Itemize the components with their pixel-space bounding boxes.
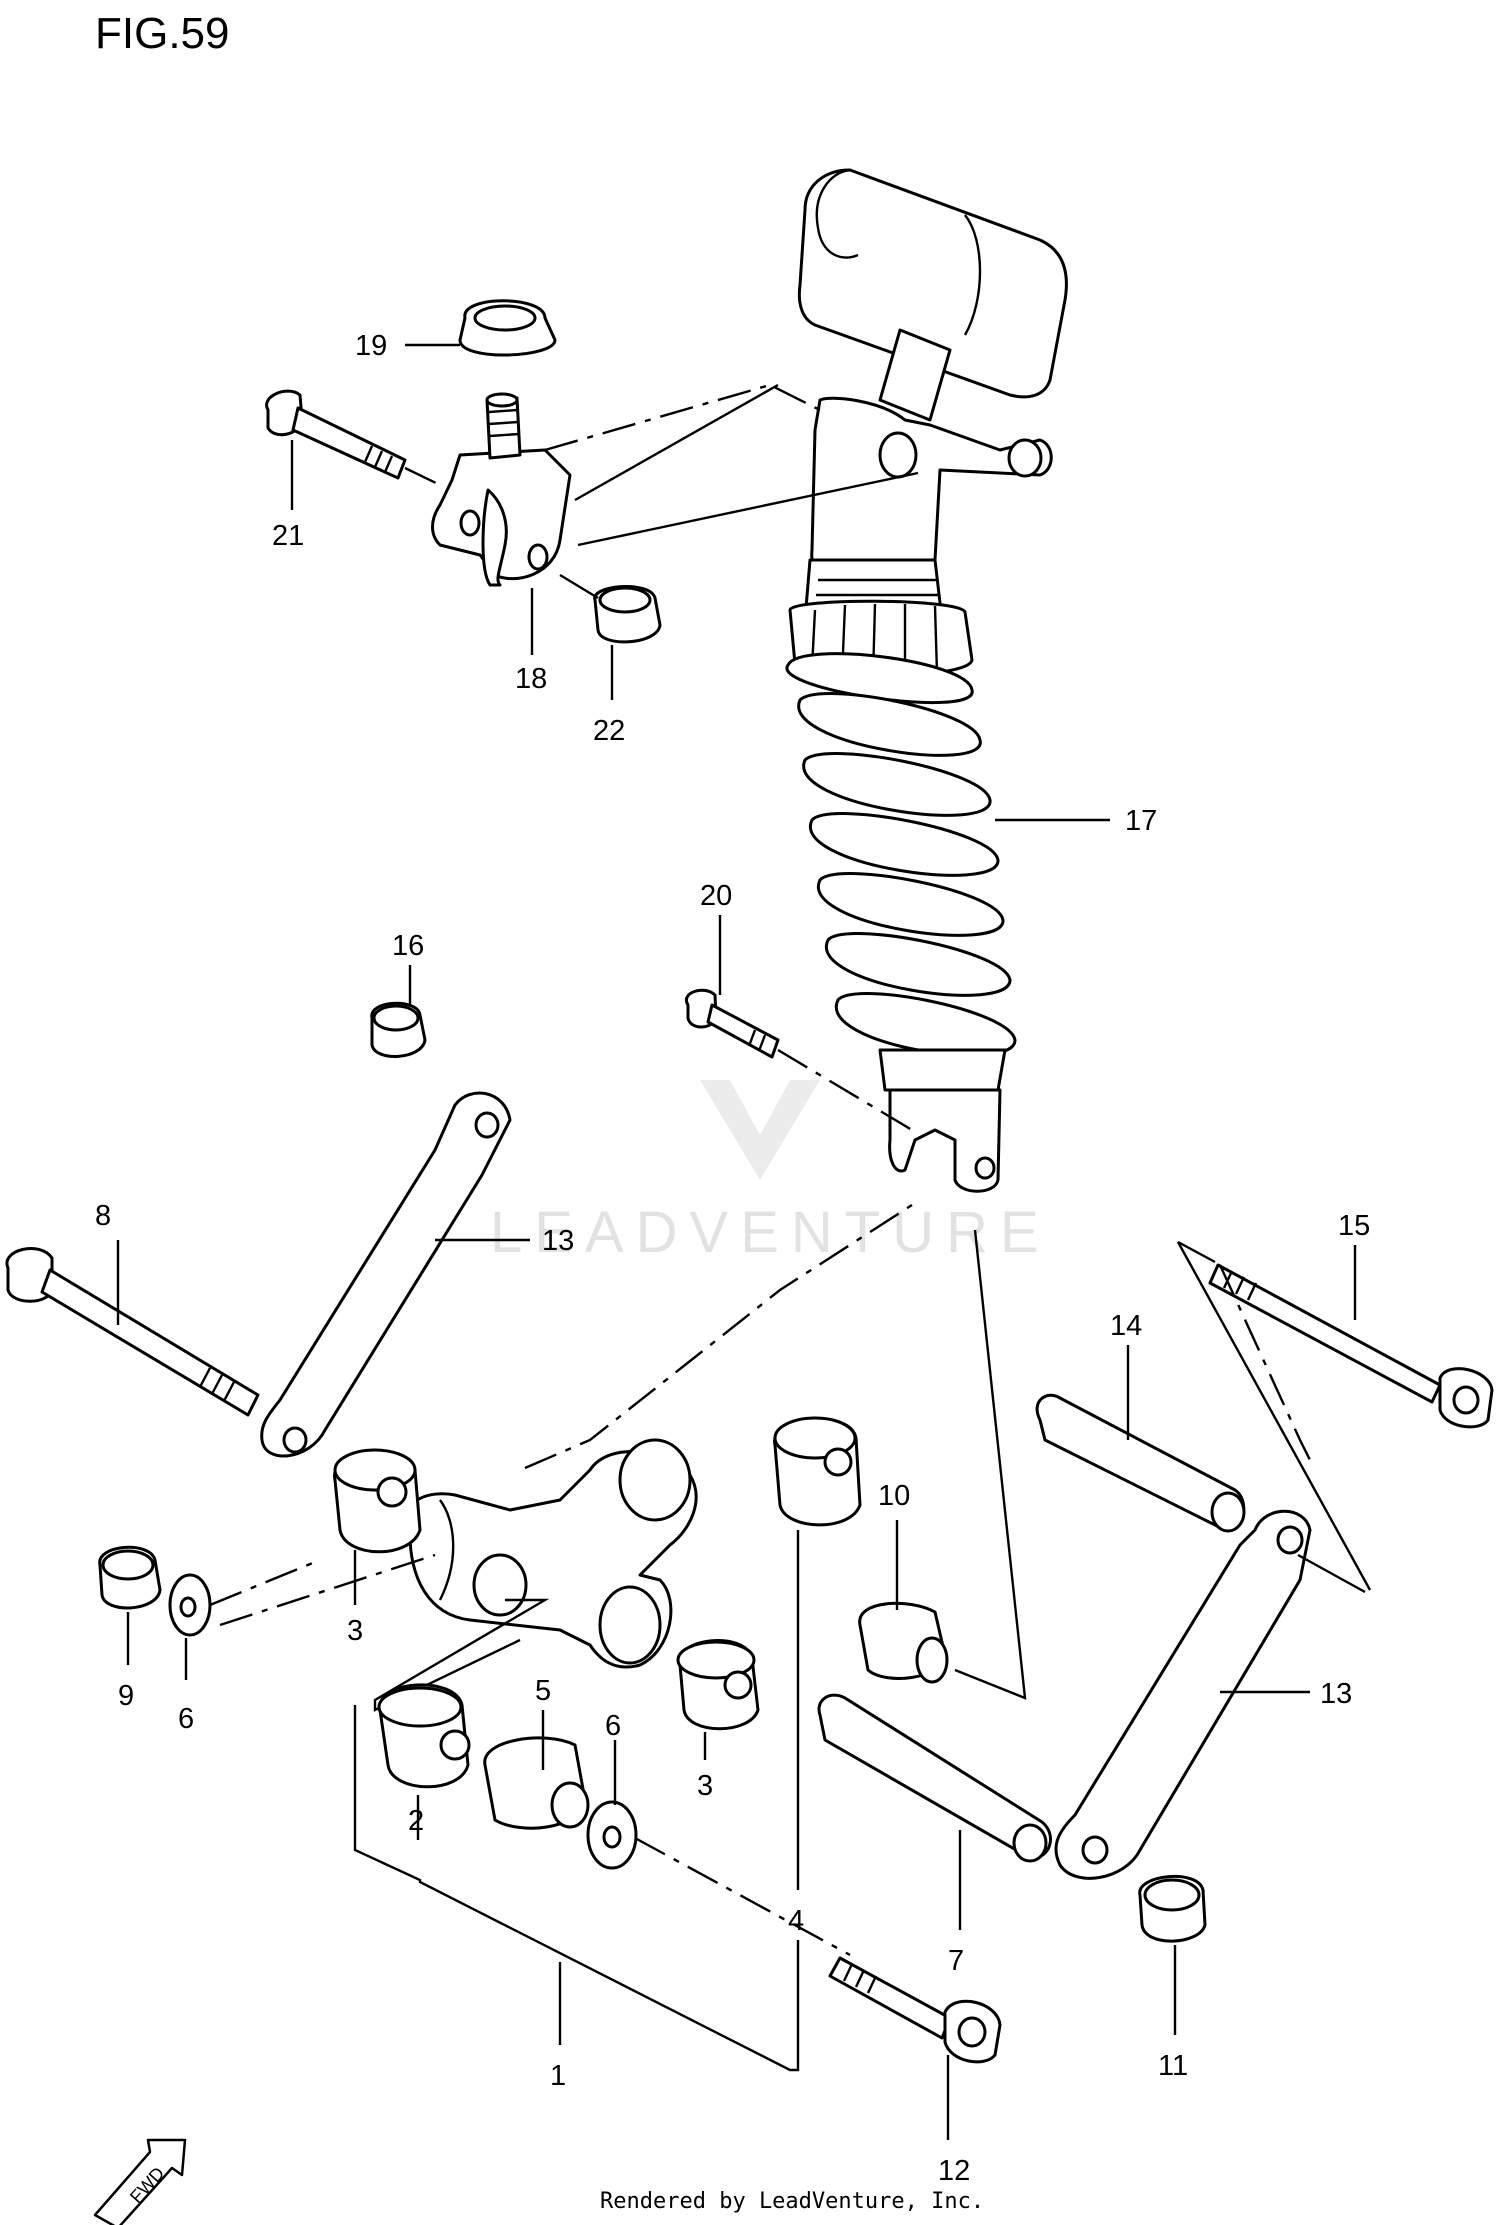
footer-credit: Rendered by LeadVenture, Inc.: [600, 2189, 984, 2214]
part-19-nut[interactable]: [458, 299, 557, 357]
callout-2: 2: [408, 1805, 424, 1837]
centerline-washer-6a: [209, 1558, 321, 1607]
callout-22: 22: [593, 715, 625, 747]
part-9-pipe[interactable]: [817, 1693, 1052, 1863]
leader-lower-shock: [954, 1229, 1027, 1700]
callout-20: 20: [700, 880, 732, 912]
fwd-arrow-icon: FWD: [93, 2138, 187, 2225]
centerline-21: [404, 466, 441, 487]
part-3-bushing-lower[interactable]: [676, 1639, 760, 1731]
callout-4: 4: [788, 1905, 804, 1937]
callout-18: 18: [515, 663, 547, 695]
callout-10: 8: [95, 1200, 111, 1232]
callout-21: 21: [272, 520, 304, 552]
leader-bracket-a: [574, 383, 779, 502]
callout-12: 10: [878, 1480, 910, 1512]
callout-5: 5: [535, 1675, 551, 1707]
leader-bolt-15: [1176, 1240, 1372, 1591]
leader-bracket-22: [559, 573, 599, 600]
part-20-bolt[interactable]: [684, 988, 780, 1059]
part-12-collar[interactable]: [858, 1601, 949, 1684]
callout-13b: 13: [1320, 1678, 1352, 1710]
part-14-pipe[interactable]: [1035, 1393, 1246, 1533]
part-8-nut[interactable]: [98, 1545, 162, 1610]
centerline-washer-6b: [634, 1836, 851, 1957]
callout-9: 7: [948, 1945, 964, 1977]
centerline-15: [1218, 1264, 1312, 1461]
shock-spring: [785, 652, 1017, 1057]
part-22-nut[interactable]: [593, 585, 662, 644]
watermark: LEADVENTURE: [490, 1080, 1051, 1265]
part-5-collar[interactable]: [483, 1736, 590, 1830]
part-2-bushing[interactable]: [377, 1683, 471, 1789]
callout-14: 14: [1110, 1310, 1142, 1342]
part-6-washer-center[interactable]: [586, 1800, 638, 1870]
part-10-bolt[interactable]: [5, 1247, 260, 1417]
leader-assembly-1: [353, 1705, 800, 2072]
centerline-left: [219, 1553, 436, 1627]
callout-3a: 3: [347, 1615, 363, 1647]
rear-shock-absorber[interactable]: [785, 168, 1068, 1193]
centerline-upper: [544, 383, 821, 452]
part-21-bolt[interactable]: [265, 389, 407, 480]
callout-19: 19: [355, 330, 387, 362]
callout-7: 12: [938, 2155, 970, 2187]
part-4-bushing[interactable]: [773, 1416, 862, 1527]
part-15-bolt[interactable]: [1208, 1263, 1494, 1429]
centerline-lever: [524, 1203, 913, 1470]
part-6-washer-left[interactable]: [168, 1573, 212, 1637]
part-11-nut[interactable]: [1138, 1874, 1207, 1943]
callout-6a: 6: [178, 1703, 194, 1735]
callout-13a: 13: [542, 1225, 574, 1257]
callout-8: 9: [118, 1680, 134, 1712]
callout-16: 16: [392, 930, 424, 962]
centerline-20: [777, 1048, 913, 1132]
part-13-rod-right[interactable]: [1054, 1509, 1312, 1880]
callout-3b: 3: [697, 1770, 713, 1802]
callout-15: 15: [1338, 1210, 1370, 1242]
callout-17: 17: [1125, 805, 1157, 837]
part-7-bolt[interactable]: [828, 1956, 1002, 2064]
leader-rod-right: [1297, 1553, 1366, 1594]
watermark-text: LEADVENTURE: [490, 1200, 1051, 1265]
part-13-rod-left[interactable]: [260, 1091, 512, 1458]
part-1-cushion-lever[interactable]: [406, 1438, 698, 1669]
callout-11: 11: [1158, 2050, 1188, 2082]
part-3-bushing-upper[interactable]: [333, 1448, 422, 1554]
callout-1: 1: [550, 2060, 566, 2092]
leader-bracket-b: [577, 471, 919, 547]
callout-6b: 6: [605, 1710, 621, 1742]
part-16-nut[interactable]: [370, 1001, 427, 1058]
figure-title: FIG.59: [95, 9, 230, 58]
shock-upper-bracket[interactable]: [431, 392, 572, 587]
